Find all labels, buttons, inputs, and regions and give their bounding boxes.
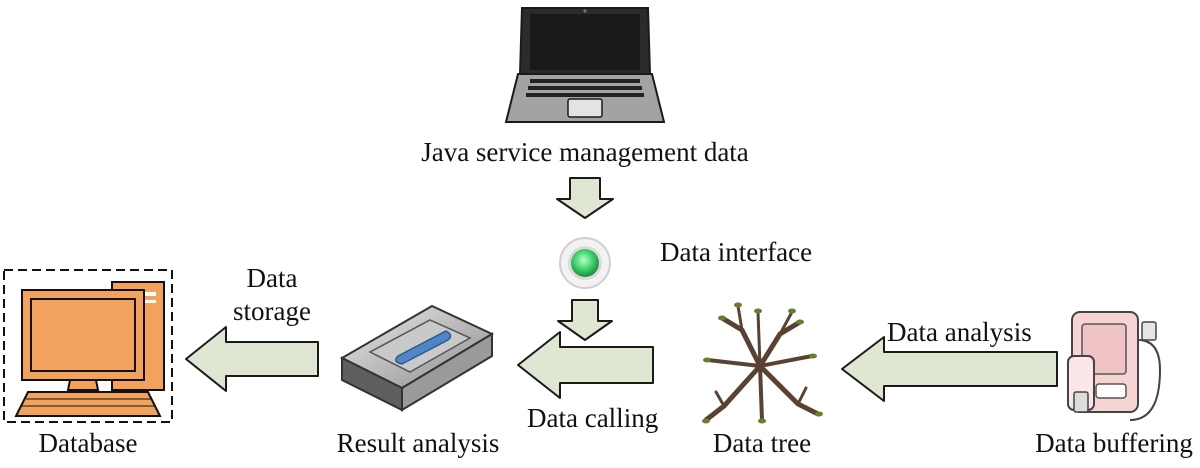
label-data-buffering: Data buffering — [1035, 428, 1193, 458]
desktop-computer-icon — [3, 269, 173, 423]
tape-cartridge-icon — [339, 304, 495, 412]
label-data-storage-line2: storage — [233, 296, 311, 326]
label-data-storage-line1: Data — [246, 263, 298, 293]
label-result-analysis: Result analysis — [336, 428, 500, 458]
arrow-down-to-calling — [557, 299, 613, 341]
tree-icon — [702, 302, 823, 424]
label-java-service-management-data: Java service management data — [421, 137, 749, 167]
arrow-data-analysis — [841, 336, 1058, 402]
label-data-tree: Data tree — [712, 428, 812, 458]
label-data-interface: Data interface — [660, 237, 813, 267]
arrow-data-calling — [517, 331, 654, 399]
arrow-data-storage — [185, 326, 319, 392]
label-database: Database — [38, 428, 138, 458]
indicator-light-icon — [559, 237, 611, 289]
laptop-icon — [504, 7, 666, 123]
storage-device-icon — [1067, 311, 1162, 421]
arrow-down-to-interface — [556, 177, 614, 219]
label-data-calling: Data calling — [527, 403, 659, 433]
label-data-analysis: Data analysis — [887, 317, 1032, 347]
